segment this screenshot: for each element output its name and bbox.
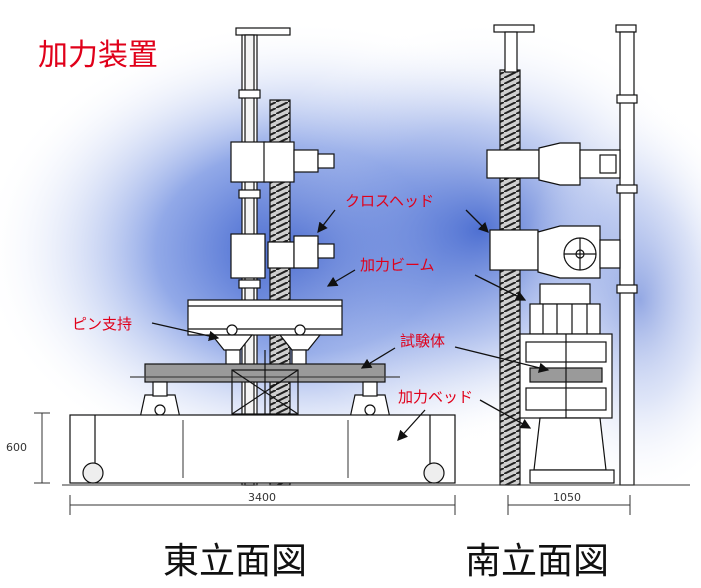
diagram-title: 加力装置 xyxy=(38,38,158,73)
label-specimen: 試験体 xyxy=(400,332,446,350)
view-label-east: 東立面図 xyxy=(163,541,308,582)
label-pin-support: ピン支持 xyxy=(72,315,133,333)
label-loading-bed: 加力ベッド xyxy=(398,388,474,406)
dimension-south-width: 1050 xyxy=(553,491,581,504)
label-loading-beam: 加力ビーム xyxy=(360,256,435,274)
dimension-height: 600 xyxy=(6,441,27,454)
dimension-lines xyxy=(34,412,631,515)
view-label-south: 南立面図 xyxy=(465,541,610,582)
leader-arrows xyxy=(151,209,550,441)
east-elevation xyxy=(69,27,456,486)
dimension-east-width: 3400 xyxy=(248,491,276,504)
label-crosshead: クロスヘッド xyxy=(345,192,434,210)
south-elevation xyxy=(486,24,638,486)
